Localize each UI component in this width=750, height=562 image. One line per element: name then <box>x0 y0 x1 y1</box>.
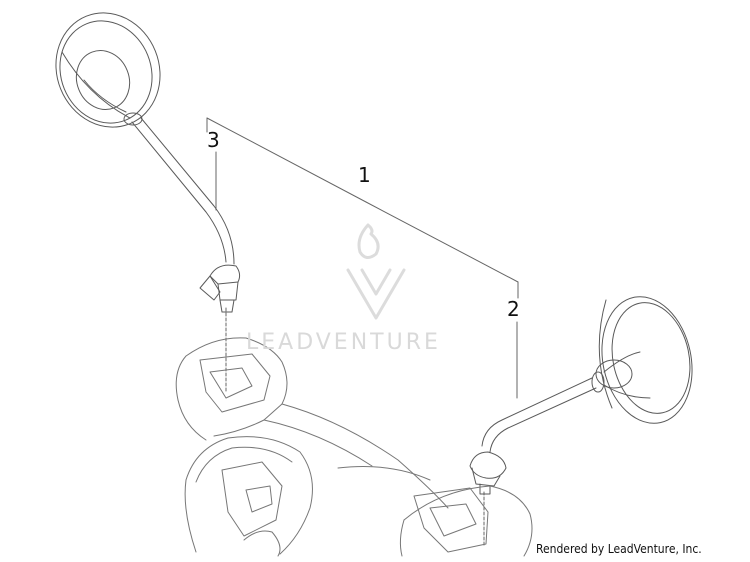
callout-item-3[interactable]: 3 <box>207 128 220 152</box>
right-mirror-head <box>601 296 693 424</box>
left-mirror-mount <box>209 264 241 285</box>
handlebar-cover <box>175 337 533 557</box>
callout-leader-lines <box>206 117 519 546</box>
left-mirror-stem <box>131 121 227 263</box>
watermark-brand-text: LEADVENTURE <box>246 330 441 355</box>
bracket-lower-line <box>365 201 519 283</box>
right-mirror-socket <box>413 487 489 553</box>
left-mirror <box>55 12 241 313</box>
left-mirror-socket <box>199 353 271 413</box>
callout-item-2[interactable]: 2 <box>507 297 520 321</box>
leadventure-logo <box>346 223 406 320</box>
right-mirror-mount <box>469 451 507 479</box>
bracket-upper-line <box>206 117 367 203</box>
callout-item-1[interactable]: 1 <box>358 163 371 187</box>
footer-credit: Rendered by LeadVenture, Inc. <box>536 542 702 556</box>
right-mirror-joint <box>591 371 605 393</box>
right-mirror-stem <box>481 377 593 447</box>
left-mirror-head <box>55 12 161 128</box>
right-mirror <box>469 296 693 495</box>
